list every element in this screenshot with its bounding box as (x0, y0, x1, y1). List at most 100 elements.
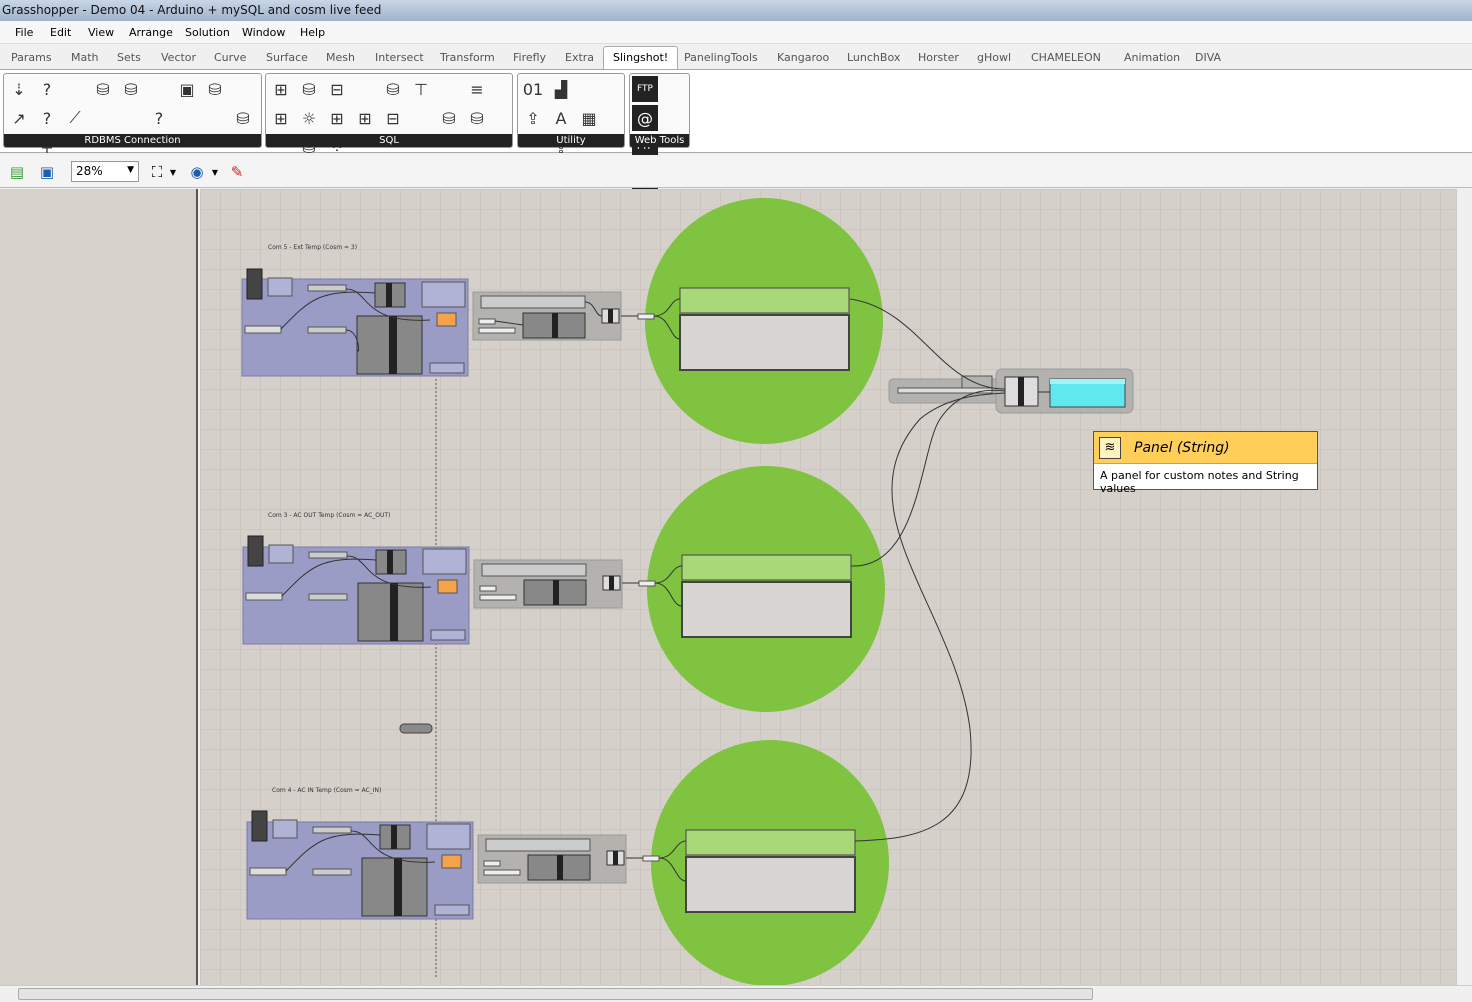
tab-kangaroo[interactable]: Kangaroo (777, 51, 830, 64)
ribbon-group-label: SQL (266, 134, 512, 147)
zoom-extents-icon[interactable]: ⛶ (151, 163, 163, 181)
component-tabs: Params Math Sets Vector Curve Surface Me… (0, 45, 1472, 70)
db-ops-icon[interactable]: ⛁ (442, 108, 456, 128)
ribbon-group-sql: ⊞ ⛁ ⊟ ⛁ ⊤ ≡ ⊞ ☼ ⊞ ⊞ ⊟ ⛁ ⛁ ⛁ ⁘ SQL (265, 73, 513, 157)
wire (850, 389, 1006, 567)
tab-surface[interactable]: Surface (266, 51, 308, 64)
tab-math[interactable]: Math (71, 51, 99, 64)
canvas[interactable]: Com 5 - Ext Temp (Cosm = 3) Com 3 - AC O… (200, 189, 1456, 985)
ribbon-group-webtools: FTP @ FTP t Web Tools (629, 73, 690, 189)
canvas-group-2[interactable] (242, 466, 885, 712)
database-help2-icon[interactable]: ? (154, 108, 164, 128)
panel-icon: ≋ (1099, 437, 1121, 459)
table-red-icon[interactable]: ⊟ (386, 108, 400, 128)
db-stack-icon[interactable]: ⛁ (386, 79, 400, 99)
database-query-icon[interactable]: ⛁ (124, 79, 138, 99)
canvas-group-3[interactable] (246, 740, 889, 985)
db-list-icon[interactable]: ≡ (470, 79, 484, 99)
blank-icon (62, 76, 88, 102)
tab-lunchbox[interactable]: LunchBox (847, 51, 901, 64)
database-up-icon[interactable]: ⛁ (236, 108, 250, 128)
link-icon[interactable]: ↗ (12, 108, 26, 128)
binary-icon[interactable]: 01 (522, 79, 544, 99)
tab-transform[interactable]: Transform (440, 51, 495, 64)
relay-node[interactable] (399, 723, 433, 734)
tab-horster[interactable]: Horster (918, 51, 959, 64)
ftp-download-icon[interactable]: FTP (632, 76, 658, 102)
export-icon[interactable]: ⇪ (526, 108, 540, 128)
email-icon[interactable]: @ (632, 105, 658, 131)
menu-edit[interactable]: Edit (50, 26, 72, 39)
table-add2-icon[interactable]: ⊞ (330, 108, 344, 128)
tab-slingshot[interactable]: Slingshot! (603, 46, 679, 70)
menu-bar: File Edit View Arrange Solution Window H… (0, 21, 1472, 44)
zoom-select[interactable]: 28% ▼ (71, 161, 139, 182)
window-title: Grasshopper - Demo 04 - Arduino + mySQL … (2, 3, 382, 17)
grid-icon[interactable]: ▦ (581, 108, 597, 128)
blocks-icon[interactable]: ▟ (554, 79, 568, 99)
blank-icon (436, 76, 462, 102)
tab-mesh[interactable]: Mesh (326, 51, 355, 64)
query-connect-icon[interactable]: ? (42, 79, 52, 99)
menu-file[interactable]: File (15, 26, 34, 39)
tab-panelingtools[interactable]: PanelingTools (684, 51, 758, 64)
tab-chameleon[interactable]: CHAMELEON (1031, 51, 1101, 64)
tab-params[interactable]: Params (11, 51, 52, 64)
excel-icon[interactable]: ▣ (179, 79, 195, 99)
db-table-icon[interactable]: ⊞ (274, 108, 288, 128)
database-upload-icon[interactable]: ⛁ (96, 79, 110, 99)
connect-icon[interactable]: ⇣ (12, 79, 26, 99)
chevron-down-icon: ▼ (127, 165, 134, 175)
zoom-value: 28% (76, 164, 103, 178)
open-file-icon[interactable]: ▤ (9, 163, 25, 181)
tab-animation[interactable]: Animation (1124, 51, 1181, 64)
database-help-icon[interactable]: ⛁ (208, 79, 222, 99)
tab-vector[interactable]: Vector (161, 51, 197, 64)
blank-icon (146, 76, 172, 102)
blank-icon (352, 76, 378, 102)
table-link-icon[interactable]: ⊟ (330, 79, 344, 99)
vertical-scrollbar[interactable] (1456, 189, 1472, 985)
tab-intersect[interactable]: Intersect (375, 51, 424, 64)
merge-cluster[interactable] (888, 368, 1134, 414)
menu-view[interactable]: View (88, 26, 115, 39)
sketch-pen-icon[interactable]: ✎ (230, 163, 244, 181)
component-tooltip: ≋ Panel (String) A panel for custom note… (1093, 431, 1318, 495)
save-file-icon[interactable]: ▣ (39, 163, 55, 181)
db-sun-icon[interactable]: ☼ (301, 108, 317, 128)
blank-icon (202, 105, 228, 131)
tab-extra[interactable]: Extra (565, 51, 595, 64)
menu-arrange[interactable]: Arrange (129, 26, 173, 39)
table-add3-icon[interactable]: ⊞ (358, 108, 372, 128)
group-label-1: Com 5 - Ext Temp (Cosm = 3) (268, 244, 357, 251)
tab-diva[interactable]: DIVA (1195, 51, 1222, 64)
satellite-icon[interactable]: ⟋ (69, 108, 81, 127)
chevron-down-icon[interactable]: ▼ (211, 167, 219, 177)
preview-eye-icon[interactable]: ◉ (190, 163, 204, 181)
tooltip-description: A panel for custom notes and String valu… (1100, 469, 1299, 495)
canvas-group-1[interactable] (241, 198, 883, 444)
database-add-icon[interactable]: ⛁ (302, 79, 316, 99)
scrollbar-thumb[interactable] (18, 988, 1093, 1000)
canvas-toolbar: ▤ ▣ 28% ▼ ⛶ ▼ ◉ ▼ ✎ (0, 155, 1472, 188)
horizontal-scrollbar[interactable] (0, 985, 1472, 1002)
ribbon: ⇣ ? ⛁ ⛁ ▣ ⛁ ↗ ? ⟋ ? ⛁ + RDBMS Connection… (0, 69, 1472, 189)
tooltip-header: ≋ Panel (String) (1094, 432, 1317, 464)
tab-sets[interactable]: Sets (117, 51, 141, 64)
blank-icon (174, 105, 200, 131)
menu-window[interactable]: Window (242, 26, 286, 39)
ribbon-group-label: Utility (518, 134, 624, 147)
tab-firefly[interactable]: Firefly (513, 51, 547, 64)
tree-icon[interactable]: ⊤ (414, 79, 428, 99)
link-query-icon[interactable]: ? (42, 108, 52, 128)
group-label-3: Com 4 - AC IN Temp (Cosm = AC_IN) (272, 787, 381, 794)
menu-help[interactable]: Help (300, 26, 326, 39)
tab-curve[interactable]: Curve (214, 51, 247, 64)
text-icon[interactable]: A (555, 108, 567, 128)
blank-icon (118, 105, 144, 131)
db-ops2-icon[interactable]: ⛁ (470, 108, 484, 128)
menu-solution[interactable]: Solution (185, 26, 230, 39)
table-add-icon[interactable]: ⊞ (274, 79, 288, 99)
tab-ghowl[interactable]: gHowl (977, 51, 1012, 64)
chevron-down-icon[interactable]: ▼ (169, 167, 177, 177)
